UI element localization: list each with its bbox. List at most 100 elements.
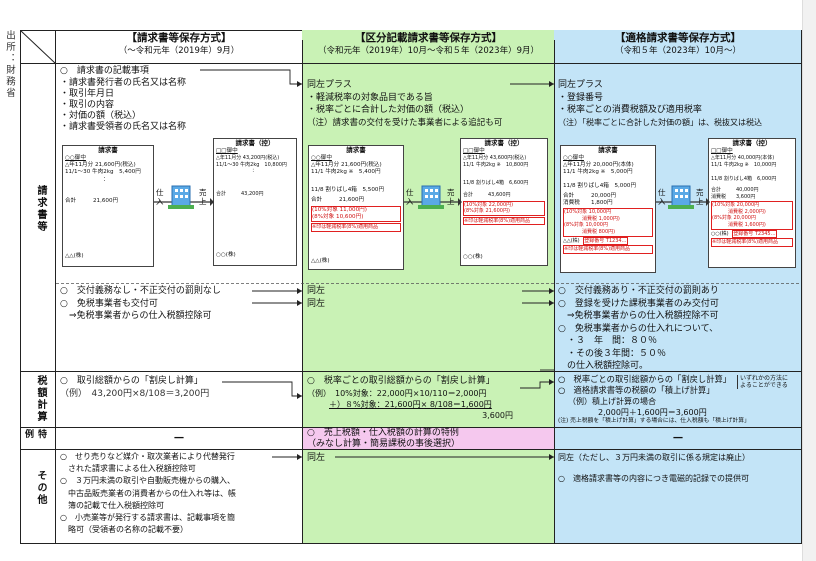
doc-line: △年11月分 21,600円(税込) [311, 162, 382, 169]
requirement-item: （注）「税率ごとに合計した対価の額」は、税抜又は税込 [558, 117, 762, 127]
registration-number: 登録番号 T1234… [583, 236, 628, 245]
column-header-2: 【区分記載請求書等保存方式】 （令和元年（2019年）10月～令和５年（2023… [303, 31, 554, 63]
requirement-item: 同左プラス [558, 80, 603, 90]
column-2-title: 【区分記載請求書等保存方式】 [355, 32, 502, 44]
other-item: ○ ３万円未満の取引や自動販売機からの購入、 [60, 476, 235, 486]
doc-line: 合計 21,600円 [311, 196, 365, 203]
c2-copy-rate-box: (10%対象 22,000円) (8%対象 21,600円) [463, 200, 545, 216]
requirement-item: （注）請求書の交付を受けた事業者による追記も可 [307, 117, 503, 128]
doc-line: 11/1 牛肉2kg ※ 5,400円 [311, 169, 381, 176]
doc-line: 11/1 牛肉2kg ※ 5,000円 [563, 169, 633, 176]
doc-line: 消費税 800円) [582, 229, 616, 235]
row-label-invoice: 請求書等 [35, 185, 46, 233]
doc-issuer: ○○(株) [463, 253, 483, 260]
doc-line: 合計 43,200円 [216, 190, 264, 197]
doc-title: 請求書（控） [484, 139, 524, 147]
requirement-item: ・請求書発行者の氏名又は名称 [60, 77, 187, 88]
column-3-title: 【適格請求書等保存方式】 [615, 32, 741, 44]
column-1-period: （～令和元年（2019年）9月） [118, 46, 240, 56]
column-2-period: （令和元年（2019年）10月～令和５年（2023年）9月） [318, 46, 539, 56]
tax-calc-item: ○ 取引総額からの「割戻し計算」 [60, 376, 203, 386]
c3-special: － [671, 431, 684, 445]
c3-tax-calc-bracket: いずれかの方法に よることができる [737, 375, 801, 390]
rule-item: ○ 交付義務あり・不正交付の罰則あり [558, 286, 719, 296]
column-header-1: 【請求書等保存方式】 （～令和元年（2019年）9月） [56, 31, 302, 63]
doc-line: 11/8 割りばし4箱 5,500円 [311, 186, 385, 193]
other-item: ○ 小売業等が発行する請求書は、記載事項を簡 [60, 513, 235, 523]
rule-item: ⇒免税事業者からの仕入税額控除可 [60, 311, 212, 321]
c3-invoice-copy-doc: 請求書（控） □□御中 △年11月分 40,000円(本体) 11/1 牛肉2k… [708, 138, 796, 268]
doc-title: 請求書（控） [235, 139, 275, 147]
doc-line: ： [103, 176, 109, 183]
doc-recipient: □□御中 [463, 148, 485, 154]
doc-line: △年11月分 43,600円(税込) [463, 155, 527, 162]
doc-line: 合計 40,000円 [711, 186, 759, 193]
row-label-tax-calc: 税額計算 [35, 375, 46, 423]
c3-copy-rate-box: (10%対象 20,000円 消費税 2,000円) (8%対象 20,000円… [711, 201, 793, 230]
c2-invoice-copy-doc: 請求書（控） □□御中 △年11月分 43,600円(税込) 11/1 牛肉2k… [460, 138, 548, 266]
building-icon [168, 183, 194, 210]
doc-line: 11/1～30 牛肉2kg 5,400円 [65, 169, 141, 176]
c1-tax-calc: ○ 取引総額からの「割戻し計算」 （例） 43,200円×8/108＝3,200… [60, 375, 209, 400]
special-row-highlight [302, 427, 554, 449]
special-item: ○ 売上税額・仕入税額の計算の特例 [307, 428, 459, 438]
c2-other: 同左 [307, 453, 326, 463]
rule-item: ・３ 年 間：８０％ [558, 336, 658, 346]
doc-line: △年11月分 20,000円(本体) [563, 162, 634, 169]
doc-line: (8%対象 10,000円 [564, 222, 608, 229]
other-item: 中古品販売業者の消費者からの仕入れ等は、帳 [60, 488, 236, 498]
c2-tax-calc: ○ 税率ごとの取引総額からの「割戻し計算」 （例） 10%対象：22,000円×… [307, 375, 551, 421]
rule-item: ○ 登録を受けた課税事業者のみ交付可 [558, 298, 719, 309]
rule-item: 同左 [307, 286, 326, 296]
doc-issuer-name: ○○(株) [711, 230, 729, 237]
other-item: ○ せり売りなど媒介・取次業者により代替発行 [60, 452, 235, 461]
c2-special: ○ 売上税額・仕入税額の計算の特例 （みなし計算・簡易課税の事後選択） [307, 428, 460, 449]
scrollbar-track[interactable] [802, 0, 816, 561]
requirement-item: ・請求書受領者の氏名又は名称 [60, 121, 187, 132]
tax-calc-note: (注) 売上税額を「積上げ計算」する場合には、仕入税額も「積上げ計算」 [558, 418, 750, 424]
other-item: 略可（受領者の名称の記載不要） [60, 525, 188, 535]
doc-title: 請求書（控） [732, 139, 772, 147]
doc-line: 消費税 3,600円 [711, 193, 756, 200]
column-1-title: 【請求書等保存方式】 [126, 32, 232, 44]
requirement-item: ・軽減税率の対象品目である旨 [307, 92, 433, 103]
doc-line: 11/1 牛肉2kg ※ 10,800円 [463, 161, 529, 168]
c1-other: ○ せり売りなど媒介・取次業者により代替発行 された請求書による仕入税額控除可 … [60, 451, 236, 536]
doc-line: (10%対象 20,000円 [712, 202, 760, 209]
c3-requirements: 同左プラス ・登録番号 ・税率ごとの消費税額及び適用税率 （注）「税率ごとに合計… [558, 79, 762, 129]
doc-title: 請求書 [346, 146, 366, 154]
other-item: 同左（ただし、３万円未満の取引に係る規定は廃止） [558, 453, 750, 462]
requirement-item: ・登録番号 [558, 92, 604, 103]
c2-rate-box: (10%対象 11,000円) (8%対象 10,600円) [311, 206, 401, 223]
c1-invoice-doc: 請求書 ○○御中 △年11月分 21,600円(税込) 11/1～30 牛肉2k… [62, 145, 154, 267]
c1-invoice-copy-doc: 請求書（控） □□御中 △年11月分 43,200円(税込) 11/1～30 牛… [213, 138, 297, 266]
c3-tax-calc: ○ 税率ごとの取引総額からの「割戻し計算」 ○ 適格請求書等の税額の「積上げ計算… [558, 374, 802, 425]
doc-issuer: △△(株) [65, 252, 84, 259]
doc-title: 請求書 [98, 146, 118, 154]
column-2-background [302, 40, 554, 544]
doc-line: 消費税 1,600円) [728, 221, 766, 228]
doc-line: (10%対象 10,000円 [564, 209, 612, 216]
doc-line: 合計 21,600円 [65, 197, 119, 204]
doc-line: 11/8 割りばし4箱 6,600円 [463, 180, 529, 187]
doc-recipient: ○○御中 [311, 155, 332, 161]
doc-line: (8%対象 21,600円) [464, 208, 510, 215]
requirement-item: 同左プラス [307, 80, 352, 90]
source-label: 出所：財務省 [4, 30, 15, 99]
doc-line: △年11月分 21,600円(税込) [65, 162, 136, 169]
doc-line: (8%対象 10,600円) [312, 214, 364, 221]
doc-line: 11/1～30 牛肉2kg 10,800円 [216, 161, 287, 168]
c3-rules: ○ 交付義務あり・不正交付の罰則あり ○ 登録を受けた課税事業者のみ交付可 ⇒免… [558, 285, 719, 373]
rule-item: ・その後３年間：５０％ [558, 348, 667, 359]
doc-recipient: □□御中 [216, 148, 238, 154]
column-3-period: （令和５年（2023年）10月～） [615, 46, 741, 56]
requirement-item: ・税率ごとに合計した対価の額（税込） [307, 105, 470, 115]
doc-line: 合計 43,600円 [463, 191, 511, 198]
doc-line: △年11月分 43,200円(税込) [216, 155, 280, 162]
row-label-other: その他 [35, 470, 46, 506]
c1-requirements: ○ 請求書の記載事項 ・請求書発行者の氏名又は名称 ・取引年月日 ・取引の内容 … [60, 65, 186, 133]
doc-line: ※印は軽減税率(8%)適用商品 [563, 245, 653, 254]
doc-issuer-name: △△(株) [563, 237, 580, 244]
rule-item: ○ 免税事業者も交付可 [60, 298, 158, 309]
tax-calc-item: ○ 適格請求書等の税額の「積上げ計算」 [558, 385, 715, 395]
